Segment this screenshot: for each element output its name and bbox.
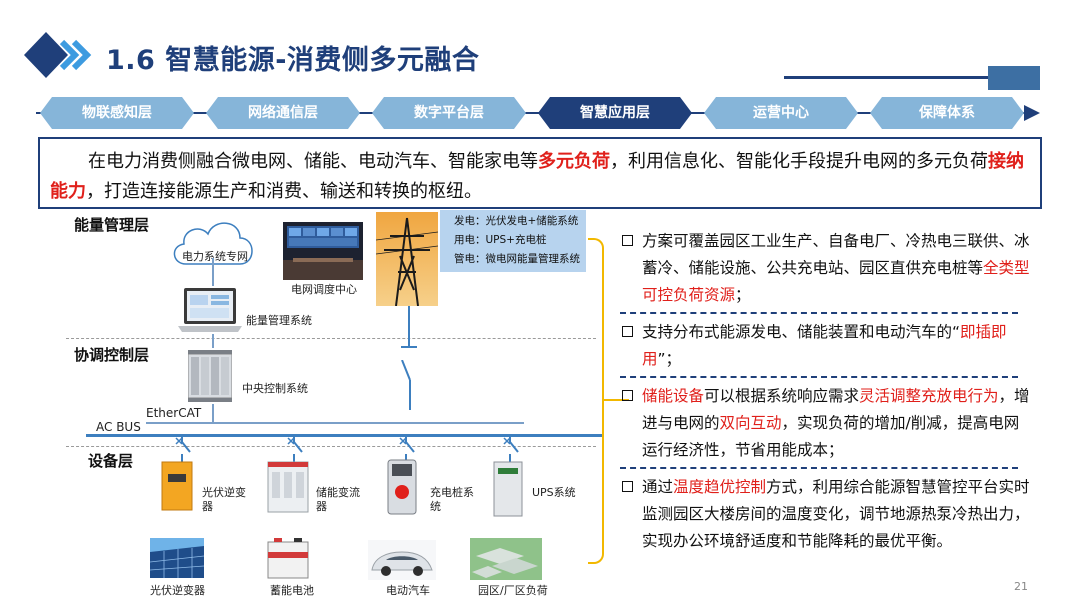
ups-icon xyxy=(493,461,523,517)
nav-item-network[interactable]: 网络通信层 xyxy=(206,97,360,129)
title-rule xyxy=(784,76,988,79)
bullet-temperature-control: 通过温度趋优控制方式，利用综合能源智慧管控平台实时监测园区大楼房间的温度变化，调… xyxy=(620,474,1030,555)
device-label-charger: 充电桩系统 xyxy=(430,486,474,513)
bullet-separator xyxy=(620,467,1018,469)
bullet-separator xyxy=(620,376,1018,378)
intro-highlight-1: 多元负荷 xyxy=(538,151,610,172)
laptop-icon xyxy=(178,288,242,332)
intro-text-3: ，打造连接能源生产和消费、输送和转换的枢纽。 xyxy=(86,181,482,202)
ac-bus-label: AC BUS xyxy=(96,420,141,434)
central-controller-icon xyxy=(188,350,232,402)
load-label-park: 园区/厂区负荷 xyxy=(478,584,548,597)
layer-separator xyxy=(66,338,596,339)
legend-consumption: 用电：UPS+充电桩 xyxy=(454,234,547,246)
system-legend: 发电：光伏发电+储能系统 用电：UPS+充电桩 管电：微电网能量管理系统 xyxy=(440,210,586,272)
nav-item-platform[interactable]: 数字平台层 xyxy=(372,97,526,129)
load-label-pv: 光伏逆变器 xyxy=(150,584,205,597)
bullet-storage-interaction: 储能设备可以根据系统响应需求灵活调整充放电行为，增进与电网的双向互动，实现负荷的… xyxy=(620,383,1030,464)
load-label-battery: 蓄能电池 xyxy=(270,584,314,597)
load-label-ev: 电动汽车 xyxy=(386,584,430,597)
page-number: 21 xyxy=(1014,580,1028,593)
network-link xyxy=(212,334,214,348)
title-accent-block xyxy=(988,66,1040,90)
nav-timeline xyxy=(36,112,1028,114)
ethercat-line xyxy=(146,422,524,424)
nav-arrow-icon xyxy=(1024,105,1040,121)
dispatch-label: 电网调度中心 xyxy=(291,283,357,296)
central-label: 中央控制系统 xyxy=(242,382,308,395)
pv-inverter-icon xyxy=(161,461,193,511)
industrial-park-image xyxy=(470,538,542,580)
nav-item-iot[interactable]: 物联感知层 xyxy=(40,97,194,129)
switch-bar xyxy=(401,346,417,348)
bullet-separator xyxy=(620,312,1018,314)
intro-text-2: ，利用信息化、智能化手段提升电网的多元负荷 xyxy=(610,151,988,172)
solar-panel-image xyxy=(150,538,204,578)
battery-icon xyxy=(267,538,309,579)
electric-car-image xyxy=(368,540,436,580)
device-label-pv-inverter: 光伏逆变器 xyxy=(202,486,246,513)
network-link xyxy=(212,258,214,286)
ac-bus-line xyxy=(86,434,602,437)
ev-charger-icon xyxy=(387,459,417,515)
checkbox-icon xyxy=(622,481,633,492)
checkbox-icon xyxy=(622,390,633,401)
summary-bracket xyxy=(588,238,604,564)
layer-separator xyxy=(66,446,596,447)
power-tower-image xyxy=(376,212,438,306)
layer-label-energy: 能量管理层 xyxy=(74,216,150,234)
layer-nav: 物联感知层 网络通信层 数字平台层 智慧应用层 运营中心 保障体系 xyxy=(40,97,1030,129)
legend-management: 管电：微电网能量管理系统 xyxy=(454,253,580,265)
checkbox-icon xyxy=(622,326,633,337)
ethercat-label: EtherCAT xyxy=(146,406,202,420)
dispatch-center-image xyxy=(283,222,363,280)
cloud-icon xyxy=(173,222,253,265)
device-label-ups: UPS系统 xyxy=(532,486,576,499)
layer-label-coord: 协调控制层 xyxy=(74,346,150,364)
storage-converter-icon xyxy=(267,461,309,513)
feature-bullets: 方案可覆盖园区工业生产、自备电厂、冷热电三联供、冰蓄冷、储能设施、公共充电站、园… xyxy=(620,228,1030,555)
feeder-line xyxy=(408,306,410,346)
intro-text-1: 在电力消费侧融合微电网、储能、电动汽车、智能家电等 xyxy=(88,151,538,172)
diamond-logo-icon xyxy=(24,32,92,78)
nav-item-guarantee[interactable]: 保障体系 xyxy=(870,97,1024,129)
ems-label: 能量管理系统 xyxy=(246,314,312,327)
intro-box: 在电力消费侧融合微电网、储能、电动汽车、智能家电等多元负荷，利用信息化、智能化手… xyxy=(38,137,1042,209)
nav-item-operation[interactable]: 运营中心 xyxy=(704,97,858,129)
architecture-diagram: 能量管理层 协调控制层 设备层 电力系统专网 电网调度中心 能量管理系统 xyxy=(0,210,610,603)
summary-bracket-tip xyxy=(603,399,629,401)
bullet-plug-and-play: 支持分布式能源发电、储能装置和电动汽车的“即插即用”； xyxy=(620,319,1030,373)
layer-label-device: 设备层 xyxy=(88,452,134,470)
cloud-label: 电力系统专网 xyxy=(182,250,248,263)
bullet-load-coverage: 方案可覆盖园区工业生产、自备电厂、冷热电三联供、冰蓄冷、储能设施、公共充电站、园… xyxy=(620,228,1030,309)
page-title: 1.6 智慧能源-消费侧多元融合 xyxy=(106,45,480,76)
intro-highlight-2: 接纳能力 xyxy=(50,151,1024,202)
nav-item-application[interactable]: 智慧应用层 xyxy=(538,97,692,129)
network-link xyxy=(212,404,214,424)
checkbox-icon xyxy=(622,235,633,246)
device-label-storage: 储能变流器 xyxy=(316,486,360,513)
breaker-switch-icon xyxy=(401,360,411,410)
legend-generation: 发电：光伏发电+储能系统 xyxy=(454,215,579,227)
